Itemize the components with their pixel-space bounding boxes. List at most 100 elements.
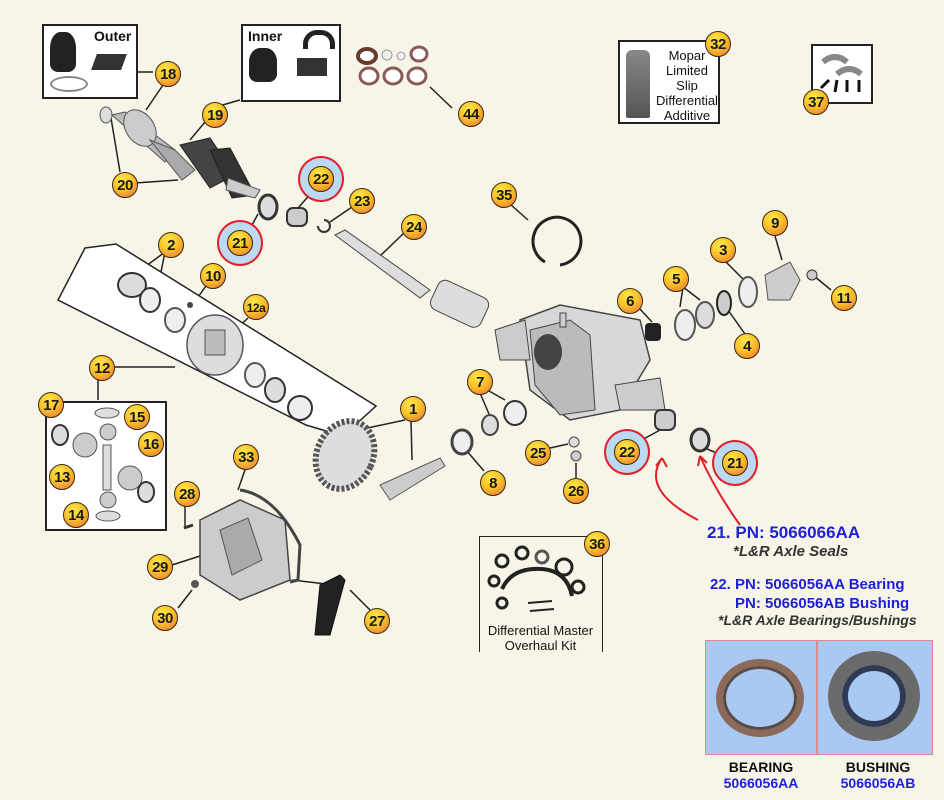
callout-26[interactable]: 26 — [563, 478, 589, 504]
spider-gears — [51, 407, 155, 522]
yoke-9 — [764, 261, 801, 301]
callout-32[interactable]: 32 — [705, 31, 731, 57]
needle-bearing-icon — [716, 659, 804, 737]
callout-2[interactable]: 2 — [158, 232, 184, 258]
seal-part-number: 21. PN: 5066066AA — [707, 523, 861, 542]
callout-25[interactable]: 25 — [525, 440, 551, 466]
callout-33[interactable]: 33 — [233, 444, 259, 470]
outer-boot-kit-label: Outer — [94, 28, 132, 44]
bearing-7b — [503, 400, 527, 426]
callout-5[interactable]: 5 — [663, 266, 689, 292]
fill-plug-30 — [191, 580, 199, 588]
callout-11[interactable]: 11 — [831, 285, 857, 311]
bottle-icon — [626, 50, 650, 118]
bearing-note: *L&R Axle Bearings/Bushings — [718, 612, 917, 628]
axle-housing — [494, 304, 666, 421]
additive-text: Mopar Limited Slip Differential Additive — [654, 48, 720, 123]
overhaul-kit-parts — [487, 545, 586, 612]
snap-ring-shape — [317, 219, 331, 233]
callout-12[interactable]: 12 — [89, 355, 115, 381]
bearing-cup-5 — [674, 309, 696, 341]
axle-seal-lower — [689, 427, 711, 453]
shift-collar — [429, 279, 490, 328]
callout-22-upper[interactable]: 22 — [308, 166, 334, 192]
callout-30[interactable]: 30 — [152, 605, 178, 631]
axle-seal-shape — [257, 193, 279, 221]
callout-37[interactable]: 37 — [803, 89, 829, 115]
bushing-photo — [817, 640, 933, 755]
bushing-part-number: PN: 5066056AB Bushing — [735, 595, 910, 612]
bearing-cone-5 — [695, 301, 715, 329]
callout-6[interactable]: 6 — [617, 288, 643, 314]
callout-17[interactable]: 17 — [38, 392, 64, 418]
boot-icon — [50, 32, 76, 72]
callout-21-upper[interactable]: 21 — [227, 230, 253, 256]
callout-23[interactable]: 23 — [349, 188, 375, 214]
callout-35[interactable]: 35 — [491, 182, 517, 208]
cv-axle-shaft — [99, 106, 261, 199]
bushing-icon — [828, 651, 920, 741]
seal-note: *L&R Axle Seals — [733, 543, 849, 560]
retainer-icon — [303, 30, 335, 49]
additive-line: Slip — [676, 78, 698, 93]
axle-bearing-lower — [654, 409, 676, 431]
overhaul-kit-line: Differential Master — [487, 623, 594, 638]
callout-1[interactable]: 1 — [400, 396, 426, 422]
callout-29[interactable]: 29 — [147, 554, 173, 580]
callout-7[interactable]: 7 — [467, 369, 493, 395]
clamp-icon — [50, 76, 88, 92]
boot-icon — [249, 48, 277, 82]
overhaul-kit-box: Differential Master Overhaul Kit — [479, 536, 603, 653]
callout-28[interactable]: 28 — [174, 481, 200, 507]
callout-21-lower[interactable]: 21 — [722, 450, 748, 476]
callout-15[interactable]: 15 — [124, 404, 150, 430]
bolt-28 — [183, 523, 194, 530]
shim-8 — [450, 428, 474, 456]
bushing-caption: BUSHING 5066056AB — [818, 759, 938, 791]
pinion-seal-6 — [645, 323, 661, 341]
carrier-parts — [117, 272, 313, 421]
callout-14[interactable]: 14 — [63, 502, 89, 528]
pinion-gear — [379, 457, 446, 501]
callout-10[interactable]: 10 — [200, 263, 226, 289]
callout-13[interactable]: 13 — [49, 464, 75, 490]
callout-44[interactable]: 44 — [458, 101, 484, 127]
bearing-caption-pn: 5066056AA — [723, 775, 799, 791]
overhaul-kit-label: Differential Master Overhaul Kit — [480, 623, 601, 653]
callout-36[interactable]: 36 — [584, 531, 610, 557]
red-arrows — [655, 455, 741, 526]
callout-27[interactable]: 27 — [364, 608, 390, 634]
callout-4[interactable]: 4 — [734, 333, 760, 359]
pinion-seal-3 — [738, 276, 758, 308]
callout-3[interactable]: 3 — [710, 237, 736, 263]
bearing-caption: BEARING 5066056AA — [701, 759, 821, 791]
additive-box: Mopar Limited Slip Differential Additive — [618, 40, 720, 124]
cover-gasket — [239, 488, 302, 584]
nut-11 — [806, 269, 818, 281]
callout-19[interactable]: 19 — [202, 102, 228, 128]
callout-9[interactable]: 9 — [762, 210, 788, 236]
overhaul-kit-line: Overhaul Kit — [504, 638, 577, 653]
callout-22-lower[interactable]: 22 — [614, 439, 640, 465]
callout-20[interactable]: 20 — [112, 172, 138, 198]
callout-8[interactable]: 8 — [480, 470, 506, 496]
additive-line: Limited — [666, 63, 708, 78]
additive-line: Additive — [663, 108, 711, 123]
inner-boot-kit-label: Inner — [248, 28, 283, 44]
callout-24[interactable]: 24 — [401, 214, 427, 240]
grease-pack-icon — [91, 54, 127, 70]
inner-boot-kit-box: Inner — [241, 24, 341, 102]
snap-ring-35 — [531, 215, 583, 267]
bearing-part-number: 22. PN: 5066056AA Bearing — [710, 576, 905, 593]
callout-16[interactable]: 16 — [138, 431, 164, 457]
callout-12a[interactable]: 12a — [243, 294, 269, 320]
sealant-tube — [314, 574, 346, 636]
cover-recess — [219, 517, 263, 576]
bushing-caption-pn: 5066056AB — [840, 775, 916, 791]
callout-18[interactable]: 18 — [155, 61, 181, 87]
bearing-caption-title: BEARING — [728, 759, 794, 775]
washer-4 — [716, 290, 732, 316]
bearing-photo — [705, 640, 817, 755]
ring-gear — [312, 418, 378, 492]
